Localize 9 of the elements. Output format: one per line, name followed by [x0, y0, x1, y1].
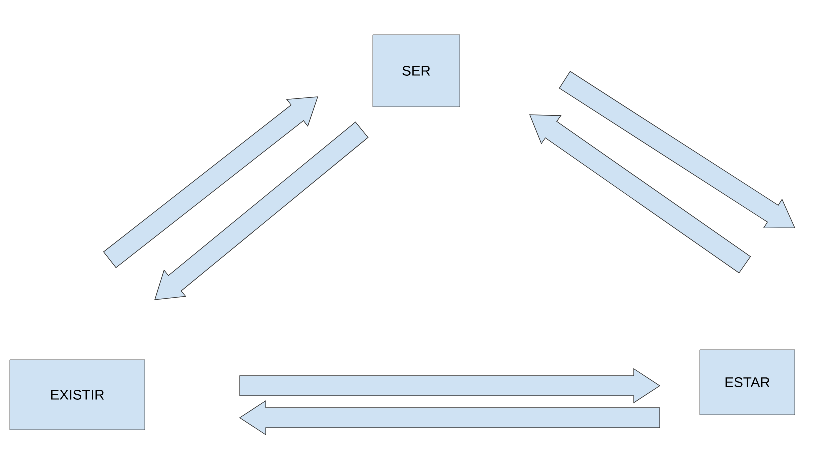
concept-box: EXISTIR	[10, 360, 146, 430]
block-arrow	[529, 114, 752, 274]
concept-box: SER	[372, 34, 460, 108]
block-arrow	[239, 400, 660, 436]
block-arrow	[154, 122, 369, 300]
block-arrow	[240, 368, 661, 404]
concept-box: ESTAR	[700, 350, 796, 416]
block-arrow	[103, 96, 318, 268]
block-arrow	[559, 71, 796, 229]
